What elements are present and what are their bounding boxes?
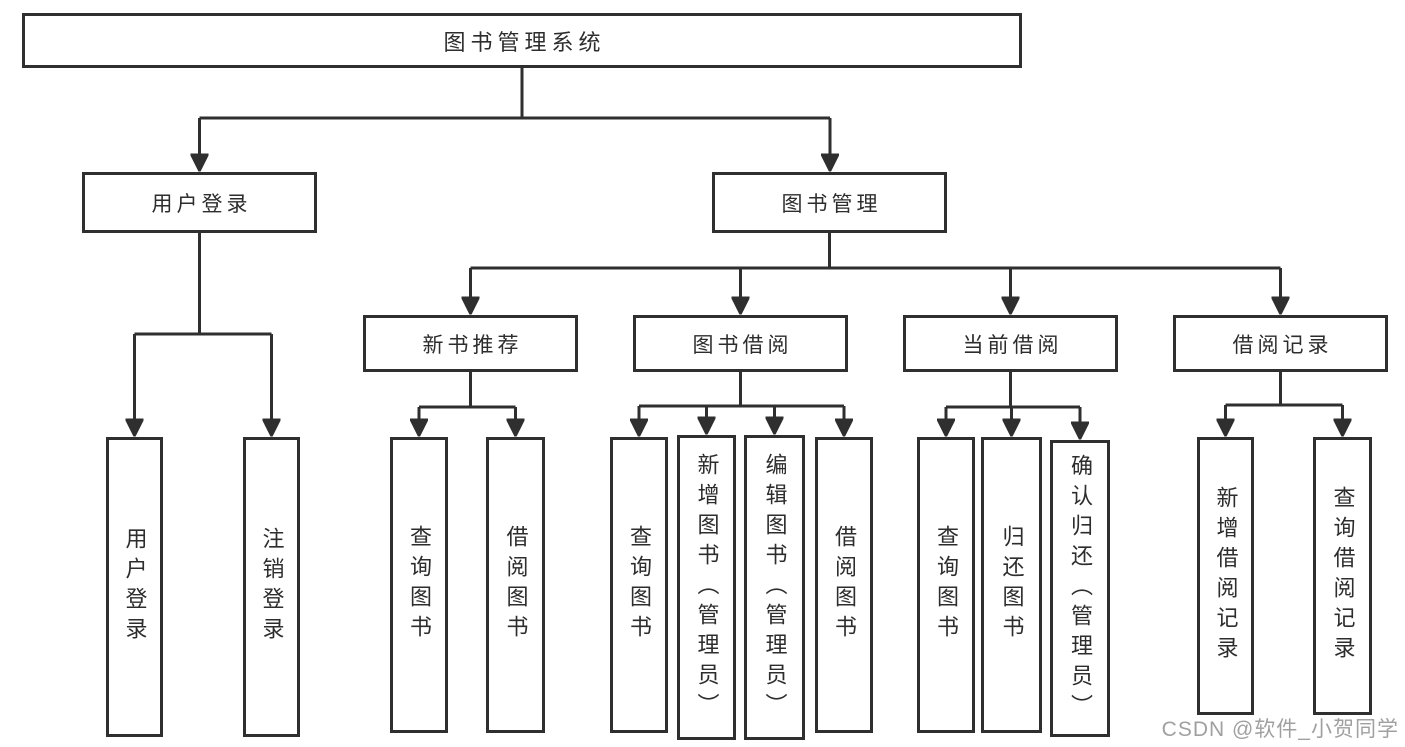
leaf-borrow-books-recommend: 借阅图书	[486, 437, 545, 733]
node-borrow-records-label: 借阅记录	[1232, 333, 1333, 357]
node-borrow-records: 借阅记录	[1173, 315, 1388, 372]
connector-book-borrow-to-leaves	[639, 372, 844, 433]
leaf-add-books-admin: 新增图书（管理员）	[677, 435, 736, 740]
node-root-book-management-system: 图书管理系统	[22, 13, 1022, 68]
leaf-confirm-return-admin: 确认归还（管理员）	[1050, 440, 1110, 737]
leaf-user-login-label: 用户登录	[122, 527, 148, 647]
connector-current-borrow-to-leaves	[946, 372, 1080, 436]
leaf-add-borrow-record: 新增借阅记录	[1197, 437, 1254, 715]
node-current-borrow-label: 当前借阅	[962, 333, 1063, 357]
leaf-logout: 注销登录	[243, 437, 300, 737]
leaf-confirm-return-admin-label: 确认归还（管理员）	[1068, 453, 1093, 724]
leaf-edit-books-admin-label: 编辑图书（管理员）	[762, 452, 788, 723]
leaf-query-books-borrow-label: 查询图书	[627, 525, 652, 645]
connector-book-management-to-level3	[471, 233, 1281, 311]
leaf-borrow-books-recommend-label: 借阅图书	[503, 525, 529, 645]
leaf-logout-label: 注销登录	[259, 527, 285, 647]
node-book-management: 图书管理	[712, 172, 947, 233]
leaf-add-borrow-record-label: 新增借阅记录	[1213, 486, 1239, 666]
leaf-query-borrow-record: 查询借阅记录	[1313, 437, 1372, 715]
node-new-book-recommend-label: 新书推荐	[422, 333, 523, 357]
leaf-query-borrow-record-label: 查询借阅记录	[1330, 486, 1356, 666]
connector-borrow-records-to-leaves	[1226, 372, 1343, 433]
node-book-management-label: 图书管理	[781, 192, 882, 216]
connector-new-book-recommend-to-leaves	[419, 372, 516, 433]
node-user-login-label: 用户登录	[151, 192, 252, 216]
csdn-watermark: CSDN @软件_小贺同学	[1161, 718, 1399, 741]
leaf-borrow-books-label: 借阅图书	[832, 525, 857, 645]
leaf-user-login: 用户登录	[106, 437, 163, 737]
leaf-return-books: 归还图书	[981, 437, 1042, 733]
node-root-label: 图书管理系统	[443, 29, 606, 55]
connector-user-login-to-leaves	[135, 233, 272, 433]
leaf-query-books-current-label: 查询图书	[934, 525, 959, 645]
node-new-book-recommend: 新书推荐	[363, 315, 578, 372]
node-current-borrow: 当前借阅	[903, 315, 1118, 372]
leaf-query-books-recommend-label: 查询图书	[407, 525, 432, 645]
node-book-borrow-label: 图书借阅	[692, 333, 793, 357]
leaf-return-books-label: 归还图书	[999, 525, 1025, 645]
leaf-add-books-admin-label: 新增图书（管理员）	[694, 452, 720, 723]
leaf-edit-books-admin: 编辑图书（管理员）	[744, 435, 805, 740]
node-book-borrow: 图书借阅	[633, 315, 848, 372]
leaf-borrow-books: 借阅图书	[815, 437, 873, 733]
leaf-query-books-current: 查询图书	[917, 437, 975, 733]
leaf-query-books-recommend: 查询图书	[390, 437, 448, 733]
node-user-login: 用户登录	[82, 172, 317, 233]
leaf-query-books-borrow: 查询图书	[610, 437, 668, 733]
connector-root-to-level2	[200, 68, 831, 168]
